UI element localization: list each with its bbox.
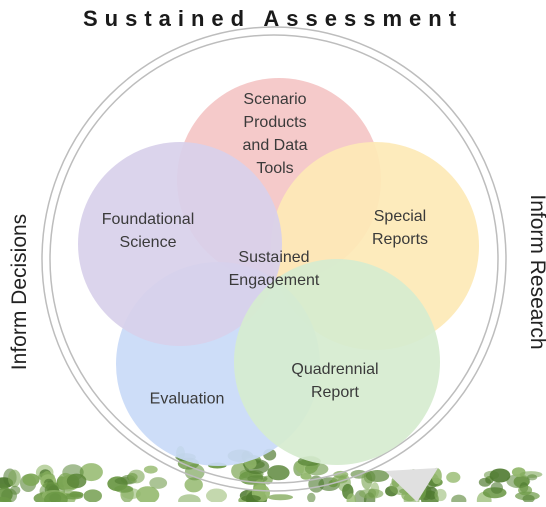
label-line: Foundational	[101, 211, 195, 228]
foliage-leaf	[331, 475, 348, 484]
outer-ring-outer	[41, 26, 507, 492]
foliage-leaf	[490, 482, 503, 494]
label-line: Report	[310, 384, 360, 401]
foliage-leaf	[22, 473, 40, 486]
foliage-leaf	[489, 468, 511, 483]
foliage-leaf	[114, 485, 134, 493]
foliage-leaf	[7, 469, 21, 488]
foliage-leaf	[79, 463, 103, 482]
foliage-leaf	[267, 465, 290, 481]
foliage-leaf	[0, 483, 9, 490]
foliage-leaf	[149, 477, 168, 489]
foliage-leaf	[69, 491, 84, 498]
label-foundational-science: Foundational Science	[102, 208, 195, 254]
foliage-leaf	[206, 488, 227, 503]
foliage-leaf	[434, 488, 447, 502]
label-evaluation: Evaluation	[150, 388, 225, 411]
label-line: Engagement	[228, 272, 320, 289]
label-line: Quadrennial	[291, 361, 379, 378]
label-line: Special	[373, 208, 427, 225]
label-line: Sustained	[238, 249, 310, 266]
foliage-leaf	[143, 465, 158, 474]
label-sustained-engagement: Sustained Engagement	[229, 246, 320, 292]
foliage-leaf	[522, 494, 535, 503]
foliage-leaf	[446, 471, 461, 483]
foliage-leaf	[451, 494, 467, 507]
foliage-leaf	[10, 485, 21, 495]
foliage-leaf	[241, 495, 261, 502]
foliage-leaf	[178, 494, 201, 507]
foliage-leaf	[83, 489, 103, 503]
label-line: Tools	[256, 160, 294, 177]
foliage-leaf	[66, 473, 87, 489]
label-line: Evaluation	[149, 390, 225, 408]
foliage-strip	[0, 446, 543, 507]
petal-quadrennial-report	[234, 259, 440, 465]
label-line: and Data	[242, 137, 308, 154]
diagram-title: Sustained Assessment	[82, 6, 464, 31]
foliage-leaf	[359, 488, 384, 499]
label-inform-research: Inform Research	[526, 194, 546, 350]
foliage-leaf	[506, 474, 531, 489]
foliage-leaf	[135, 486, 160, 504]
foliage-leaf	[184, 464, 205, 481]
petal-foundational-science	[78, 142, 282, 346]
cycle-arrowhead	[385, 468, 438, 502]
label-quadrennial-report: Quadrennial Report	[291, 358, 378, 404]
label-line: Products	[243, 114, 307, 131]
label-scenario-products: Scenario Products and Data Tools	[243, 88, 308, 180]
foliage-leaf	[365, 470, 390, 482]
foliage-leaf	[300, 473, 312, 480]
label-line: Reports	[371, 231, 429, 248]
label-line: Science	[119, 234, 177, 251]
foliage-leaf	[267, 494, 293, 501]
foliage-leaf	[307, 492, 316, 503]
label-special-reports: Special Reports	[372, 205, 428, 251]
foliage-leaf	[478, 477, 492, 487]
outer-ring-inner	[49, 34, 499, 484]
foliage-leaf	[184, 477, 203, 493]
foliage-leaf	[128, 469, 145, 484]
foliage-leaf	[527, 474, 538, 481]
label-line: Scenario	[243, 91, 307, 108]
label-inform-decisions: Inform Decisions	[8, 213, 31, 371]
